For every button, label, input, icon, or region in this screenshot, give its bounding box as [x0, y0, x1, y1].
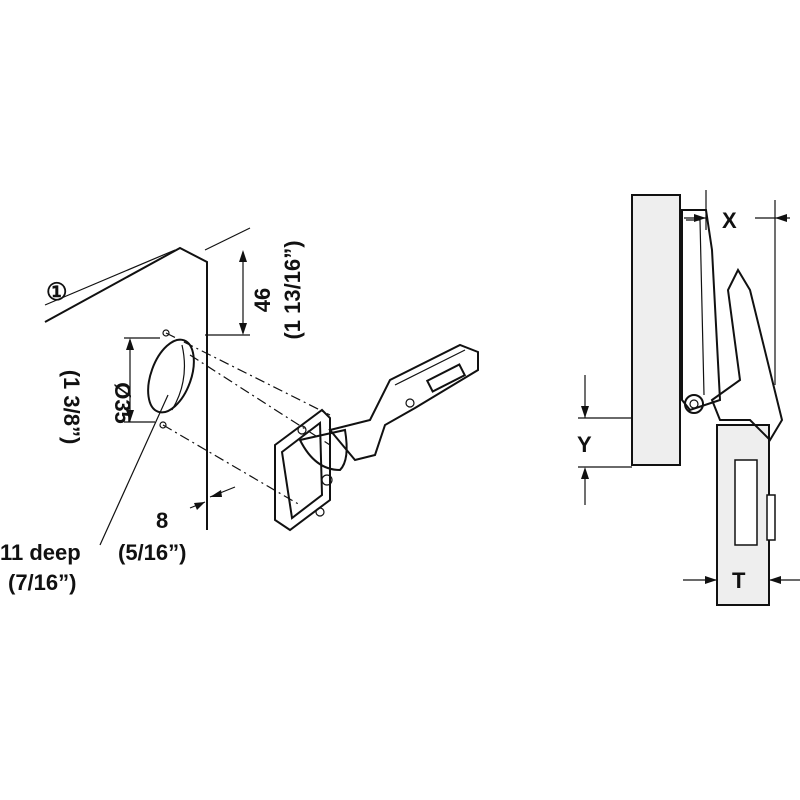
dimension-y [578, 375, 632, 505]
dim-diameter-imperial-label: (1 3/8”) [59, 370, 84, 445]
dimension-t [683, 576, 800, 584]
label-y: Y [577, 432, 592, 457]
dim-height-imperial-label: (1 13/16”) [280, 240, 305, 339]
cabinet-side-panel [44, 246, 208, 530]
door-panel-section [631, 194, 681, 466]
label-x: X [722, 208, 737, 233]
dim-depth-imperial-label: (7/16”) [8, 570, 76, 595]
dim-depth-label: 11 deep [0, 540, 81, 565]
view-marker: ① [46, 279, 68, 306]
depth-leader-line [99, 394, 169, 546]
dimension-x [684, 190, 790, 385]
dim-edge-label: 8 [156, 508, 168, 533]
cabinet-side-section [716, 424, 776, 606]
cup-hole [147, 329, 195, 429]
dim-diameter-label: Ø35 [110, 382, 135, 424]
concealed-hinge [274, 343, 479, 532]
dimension-35 [124, 337, 160, 423]
dim-edge-imperial-label: (5/16”) [118, 540, 186, 565]
dimension-46 [239, 250, 247, 335]
alignment-lines [162, 227, 331, 506]
dim-height-label: 46 [250, 288, 275, 312]
dimension-8 [189, 486, 236, 510]
label-t: T [732, 568, 746, 593]
